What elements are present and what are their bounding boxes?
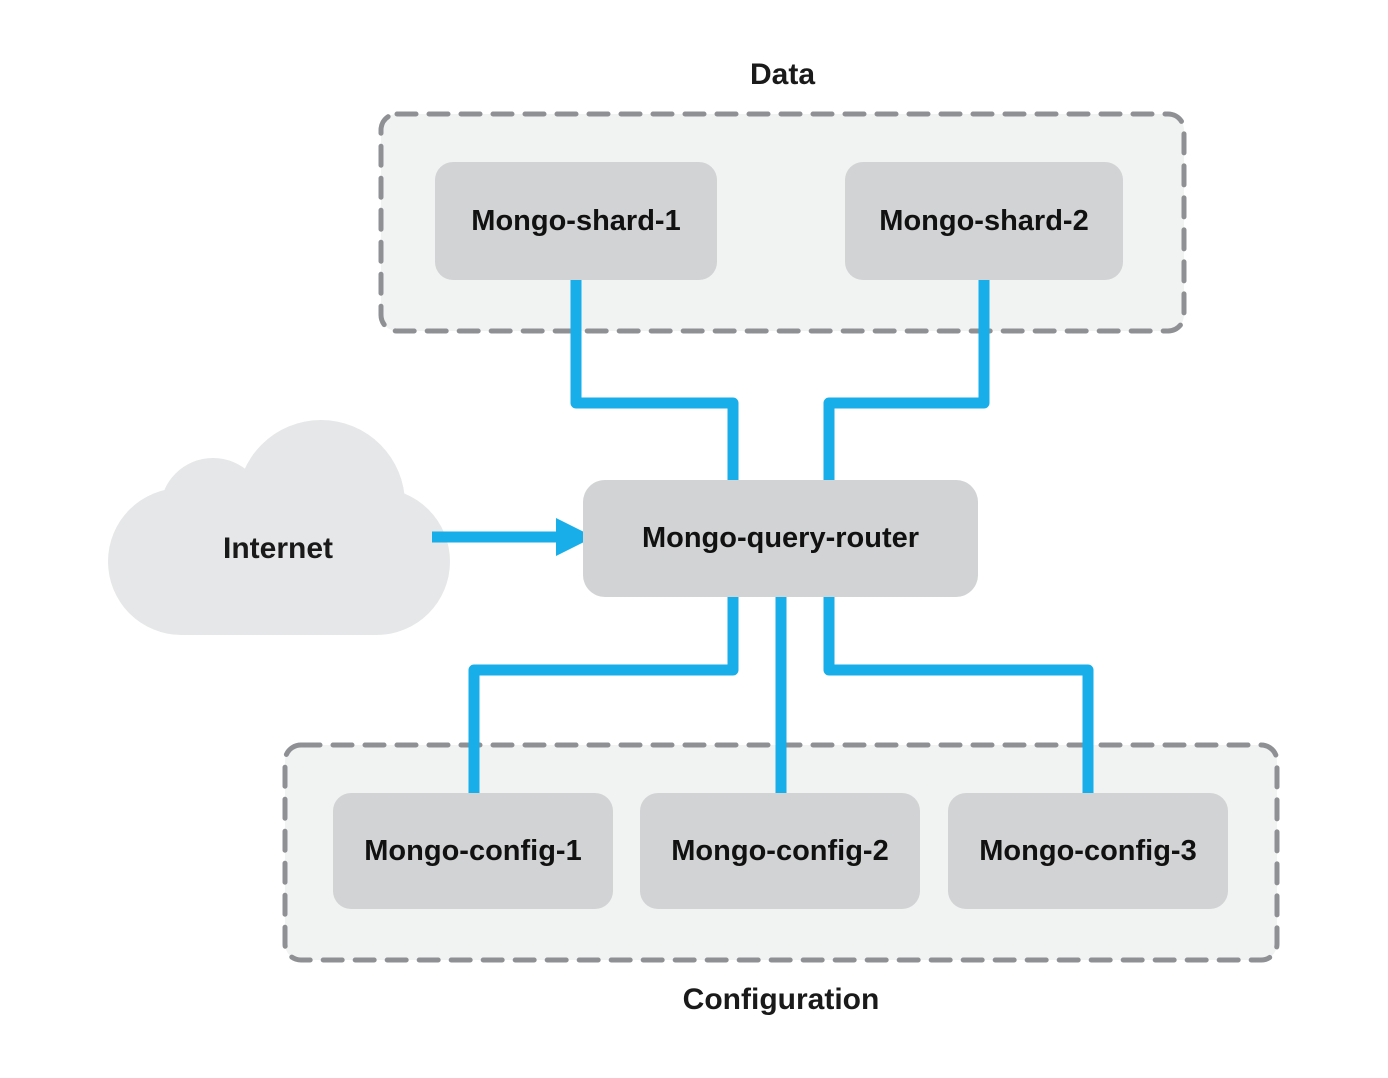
node-mongo-config-3: Mongo-config-3 bbox=[948, 793, 1228, 909]
node-mongo-query-router: Mongo-query-router bbox=[583, 480, 978, 597]
node-mongo-shard-1: Mongo-shard-1 bbox=[435, 162, 717, 280]
node-mongo-config-2: Mongo-config-2 bbox=[640, 793, 920, 909]
edge-shard2-router bbox=[823, 278, 990, 484]
node-mongo-shard-2: Mongo-shard-2 bbox=[845, 162, 1123, 280]
configuration-group-label: Configuration bbox=[682, 983, 880, 1016]
edge-internet-router-arrowhead bbox=[556, 518, 594, 556]
node-mongo-config-1: Mongo-config-1 bbox=[333, 793, 613, 909]
cloud-shape-part bbox=[108, 488, 450, 635]
edge-router-config1 bbox=[468, 593, 739, 799]
edge-router-config3 bbox=[823, 593, 1094, 799]
data-group-label: Data bbox=[749, 58, 816, 91]
internet-label: Internet bbox=[222, 532, 333, 565]
edge-shard1-router bbox=[570, 278, 739, 484]
